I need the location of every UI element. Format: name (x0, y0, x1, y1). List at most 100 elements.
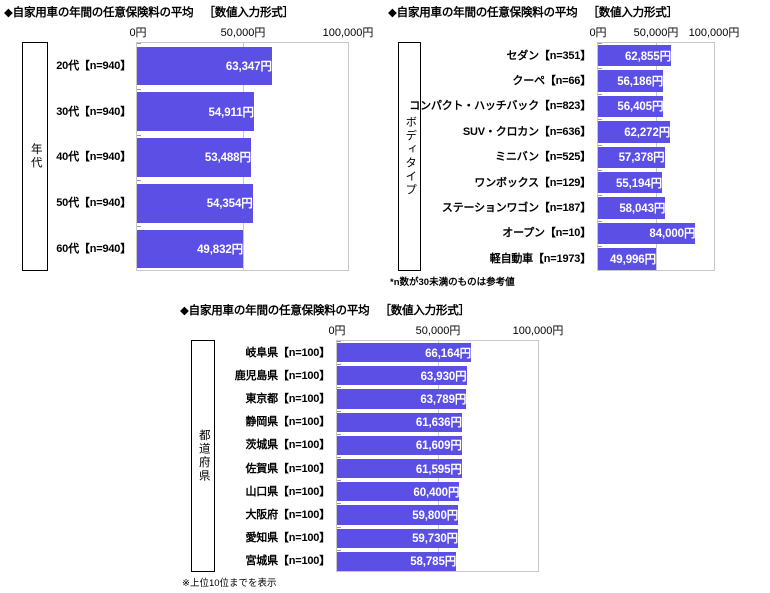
chart-age-axis-labels: 0円 50,000円 100,000円 (4, 24, 384, 39)
chart-bodytype-tick-5 (598, 170, 602, 171)
chart-prefecture-bar-value-0: 66,164円 (425, 347, 472, 360)
chart-prefecture-bar-value-7: 59,800円 (412, 509, 459, 522)
chart-age-title: ◆自家用車の年間の任意保険料の平均 ［数値入力形式］ (4, 4, 384, 20)
chart-bodytype-bar-row-0: 62,855円 (598, 43, 714, 67)
chart-bodytype-category-1: クーペ【n=66】 (512, 75, 591, 88)
chart-age-axis-tick-2: 100,000円 (322, 27, 374, 39)
chart-prefecture-bar-row-5: 61,595円 (337, 457, 538, 479)
chart-bodytype-tick-1 (598, 68, 602, 70)
chart-bodytype-bar-value-5: 55,194円 (616, 177, 662, 190)
chart-age-category-labels: 20代【n=940】 30代【n=940】 40代【n=940】 50代【n=9… (50, 42, 136, 271)
chart-bodytype-title: ◆自家用車の年間の任意保険料の平均［数値入力形式］ (388, 4, 768, 20)
chart-prefecture-category-7: 大阪府【n=100】 (245, 508, 331, 521)
chart-age-bar-2 (137, 138, 251, 177)
chart-bodytype-body: ボディタイプ セダン【n=351】 クーペ【n=66】 コンパクト・ハッチバック… (388, 39, 768, 274)
chart-bodytype-axis-tick-1: 50,000円 (633, 27, 679, 39)
chart-bodytype-bar-row-7: 84,000円 (598, 220, 714, 245)
chart-bodytype-bar-row-2: 56,405円 (598, 93, 714, 118)
chart-bodytype-tick-7 (598, 220, 602, 222)
chart-prefecture-footnote: ※上位10位までを表示 (182, 578, 277, 589)
chart-prefecture-category-9: 宮城県【n=100】 (245, 555, 331, 568)
chart-bodytype-bar-1 (598, 70, 664, 92)
chart-bodytype-bar-6 (598, 197, 666, 219)
chart-bodytype-tick-8 (598, 246, 602, 248)
chart-prefecture-bar-value-6: 60,400円 (413, 486, 460, 499)
chart-age-axis-tick-1: 50,000円 (220, 27, 266, 39)
chart-prefecture-bar-9 (337, 551, 457, 571)
chart-age-bar-row-1: 54,911円 (137, 88, 348, 132)
chart-prefecture-tick-9 (337, 549, 341, 551)
chart-prefecture-title-text: ◆自家用車の年間の任意保険料の平均 (180, 305, 370, 317)
chart-prefecture-category-labels: 岐阜県【n=100】 鹿児島県【n=100】 東京都【n=100】 静岡県【n=… (216, 340, 335, 572)
chart-age-bar-row-0: 63,347円 (137, 43, 348, 86)
chart-age-bar-value-0: 63,347円 (225, 60, 272, 73)
chart-age-bar-value-3: 54,354円 (206, 198, 253, 211)
chart-age-bar-value-4: 49,832円 (197, 244, 244, 257)
chart-bodytype-tick-2 (598, 93, 602, 95)
chart-age-bar-4 (137, 229, 244, 269)
chart-age-tick-0 (137, 43, 141, 44)
chart-age-plot-area: 63,347円 54,911円 53,488円 54,354円 49,832円 (136, 42, 349, 271)
chart-bodytype-category-3: SUV・クロカン【n=636】 (462, 125, 591, 138)
chart-age-bar-1 (137, 92, 254, 132)
chart-prefecture-category-2: 東京都【n=100】 (245, 392, 331, 405)
chart-bodytype-bar-7 (598, 222, 696, 245)
chart-bodytype-category-8: 軽自動車【n=1973】 (489, 252, 591, 265)
chart-prefecture-bar-value-1: 63,930円 (420, 370, 467, 383)
chart-prefecture-tick-7 (337, 503, 341, 505)
chart-bodytype-bar-row-5: 55,194円 (598, 170, 714, 194)
chart-bodytype-bar-8 (598, 248, 656, 270)
chart-prefecture-bar-row-6: 60,400円 (337, 480, 538, 502)
chart-age-title-text: ◆自家用車の年間の任意保険料の平均 (4, 7, 194, 19)
chart-prefecture-bar-8 (337, 528, 459, 548)
chart-prefecture-bar-1 (337, 366, 467, 386)
chart-age-tick-3 (137, 180, 141, 182)
chart-bodytype-axis-tick-0: 0円 (589, 27, 607, 39)
chart-prefecture-bar-7 (337, 505, 459, 525)
chart-prefecture-tick-4 (337, 433, 341, 435)
chart-bodytype-category-labels: セダン【n=351】 クーペ【n=66】 コンパクト・ハッチバック【n=823】… (409, 42, 596, 271)
chart-bodytype-category-0: セダン【n=351】 (506, 49, 592, 62)
chart-bodytype-axis-labels: 0円 50,000円 100,000円 (388, 24, 768, 39)
chart-prefecture-bar-6 (337, 482, 460, 502)
chart-age-tick-1 (137, 88, 141, 90)
chart-prefecture-tick-3 (337, 410, 341, 412)
chart-prefecture-format-label: ［数値入力形式］ (379, 305, 470, 317)
chart-prefecture-tick-5 (337, 457, 341, 458)
chart-age-format-label: ［数値入力形式］ (203, 7, 294, 19)
chart-age-bar-row-2: 53,488円 (137, 134, 348, 177)
chart-prefecture-group-box: 都道府県 (191, 340, 215, 572)
chart-age-bar-row-3: 54,354円 (137, 180, 348, 223)
chart-prefecture-bar-row-0: 66,164円 (337, 341, 538, 363)
chart-prefecture-tick-0 (337, 341, 341, 342)
chart-prefecture-body: 都道府県 岐阜県【n=100】 鹿児島県【n=100】 東京都【n=100】 静… (180, 337, 580, 577)
chart-bodytype-bar-5 (598, 172, 662, 194)
chart-bodytype-category-7: オープン【n=10】 (502, 227, 591, 240)
chart-prefecture-bar-value-4: 61,609円 (415, 440, 462, 453)
chart-bodytype-axis-tick-2: 100,000円 (688, 27, 740, 39)
chart-age-bar-3 (137, 183, 253, 223)
chart-bodytype-bar-value-7: 84,000円 (649, 228, 696, 241)
chart-prefecture-tick-2 (337, 387, 341, 389)
chart-prefecture-title: ◆自家用車の年間の任意保険料の平均 ［数値入力形式］ (180, 302, 580, 318)
chart-age-bar-0 (137, 46, 272, 86)
chart-bodytype-bar-0 (598, 45, 671, 67)
chart-age: ◆自家用車の年間の任意保険料の平均 ［数値入力形式］ 0円 50,000円 100… (4, 4, 384, 274)
chart-prefecture-bar-row-7: 59,800円 (337, 503, 538, 525)
chart-prefecture-category-0: 岐阜県【n=100】 (245, 346, 331, 359)
chart-bodytype-bar-row-4: 57,378円 (598, 144, 714, 168)
chart-bodytype-bar-4 (598, 146, 665, 168)
chart-prefecture-bar-row-8: 59,730円 (337, 526, 538, 548)
chart-age-tick-4 (137, 226, 141, 228)
chart-bodytype-bar-2 (598, 95, 664, 118)
chart-bodytype-bar-value-2: 56,405円 (617, 101, 664, 114)
chart-bodytype-bar-value-6: 58,043円 (619, 203, 666, 216)
chart-age-bar-row-4: 49,832円 (137, 226, 348, 269)
chart-bodytype-bar-row-3: 62,272円 (598, 119, 714, 143)
chart-bodytype-bar-value-8: 49,996円 (610, 253, 656, 266)
chart-prefecture-bar-value-3: 61,636円 (415, 417, 462, 430)
chart-bodytype-category-2: コンパクト・ハッチバック【n=823】 (409, 100, 591, 113)
chart-age-axis-tick-0: 0円 (129, 27, 147, 39)
chart-prefecture-axis-tick-1: 50,000円 (415, 325, 461, 337)
chart-age-category-2: 40代【n=940】 (56, 151, 131, 164)
